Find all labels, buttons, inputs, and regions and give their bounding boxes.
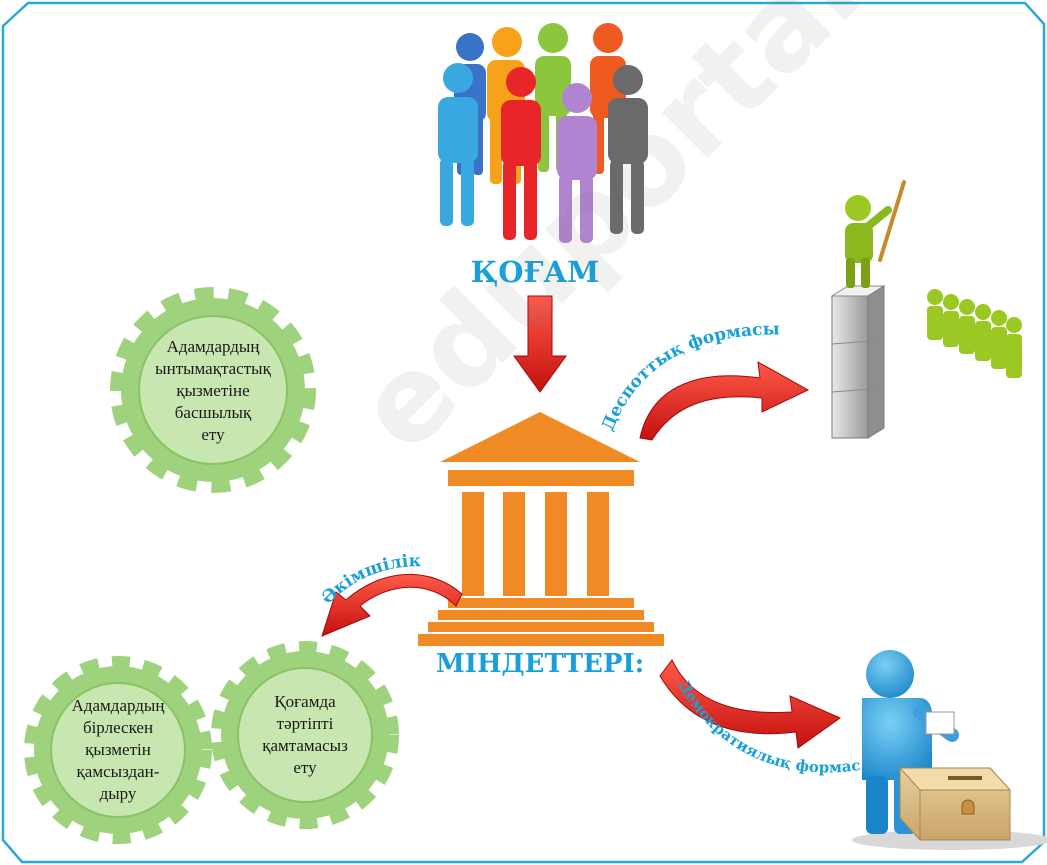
democratic-arrow-icon bbox=[659, 659, 842, 749]
crowd-followers-icon bbox=[927, 289, 1022, 378]
gear-top-icon bbox=[110, 287, 316, 493]
gear-bottom-left-line: қамсыздан- bbox=[76, 762, 160, 781]
gear-bottom-left-icon bbox=[24, 656, 212, 844]
gear-bottom-right-line: тәртіпті bbox=[276, 714, 334, 733]
gear-bottom-right-line: қамтамасыз bbox=[262, 736, 348, 755]
gear-top-line: басшылық bbox=[174, 403, 252, 422]
administrative-arrow-icon bbox=[321, 574, 463, 637]
gear-bottom-right-text: Қоғамда тәртіпті қамтамасыз ету bbox=[245, 691, 365, 779]
gear-top-line: ету bbox=[201, 425, 225, 444]
despotic-arrow-icon bbox=[639, 361, 810, 441]
gear-bottom-left-text: Адамдардың бірлескен қызметін қамсыздан-… bbox=[53, 695, 183, 805]
gear-bottom-left-line: Адамдардың bbox=[71, 696, 165, 715]
despot-leader-icon bbox=[830, 180, 906, 439]
voter-ballot-icon bbox=[852, 650, 1047, 850]
tasks-label: МІНДЕТТЕРІ: bbox=[436, 649, 644, 679]
gear-bottom-left-line: қызметін bbox=[85, 740, 151, 759]
society-title: ҚОҒАМ bbox=[471, 255, 599, 289]
gear-top-text: Адамдардың ынтымақтастық қызметіне басшы… bbox=[143, 336, 283, 446]
gear-bottom-right-icon bbox=[211, 641, 399, 829]
state-building-icon bbox=[418, 412, 664, 646]
gear-top-line: ынтымақтастық bbox=[155, 359, 271, 378]
gear-bottom-left-line: бірлескен bbox=[82, 718, 154, 737]
gear-bottom-right-line: Қоғамда bbox=[274, 692, 336, 711]
gear-top-line: қызметіне bbox=[176, 381, 250, 400]
gear-bottom-right-line: ету bbox=[293, 758, 317, 777]
gear-bottom-left-line: дыру bbox=[99, 784, 137, 803]
society-people-icon bbox=[438, 23, 648, 243]
down-arrow-icon bbox=[513, 295, 567, 393]
gear-top-line: Адамдардың bbox=[166, 337, 260, 356]
